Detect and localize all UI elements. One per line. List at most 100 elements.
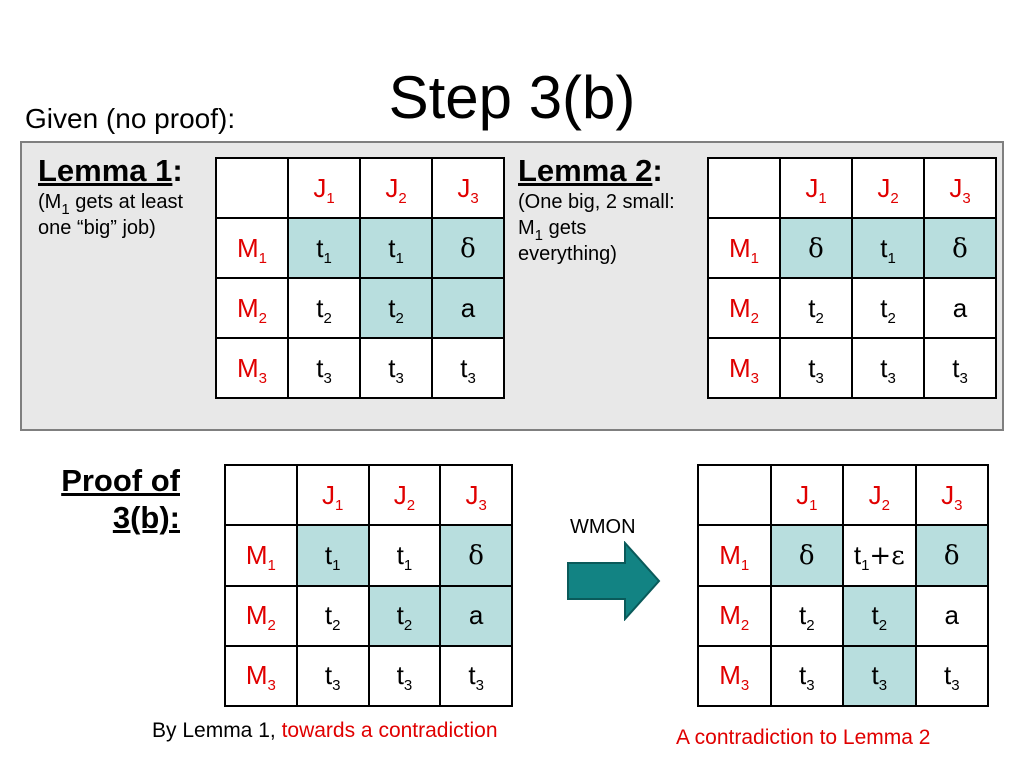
slide-title: Step 3(b) bbox=[388, 64, 636, 131]
cell-subscript: 3 bbox=[403, 677, 413, 695]
cell-subscript: 2 bbox=[323, 309, 332, 327]
cell-symbol: M bbox=[245, 539, 268, 570]
cell-subscript: 1 bbox=[334, 496, 344, 514]
lemma1-heading: Lemma 1: bbox=[38, 153, 183, 188]
cell-symbol: δ bbox=[808, 233, 824, 264]
row-header: M3 bbox=[697, 644, 772, 708]
cell-subscript: 2 bbox=[395, 309, 404, 327]
cell-subscript: 3 bbox=[475, 677, 484, 695]
cell-subscript: 1 bbox=[818, 189, 827, 207]
given-label: Given (no proof): bbox=[25, 103, 236, 134]
cell-subscript: 1 bbox=[740, 556, 750, 574]
cell-subscript: 3 bbox=[750, 369, 759, 387]
table-cell: t1 bbox=[295, 524, 370, 587]
table-cell: δ bbox=[779, 217, 853, 279]
lemma2-text: Lemma 2: (One big, 2 small: M1 gets ever… bbox=[518, 153, 690, 267]
cell-symbol: t bbox=[853, 539, 862, 570]
column-header: J2 bbox=[842, 463, 917, 527]
cell-subscript: 2 bbox=[806, 617, 815, 635]
cell-symbol: t bbox=[871, 600, 879, 631]
cell-subscript: 1 bbox=[326, 189, 335, 207]
contradiction-caption: A contradiction to Lemma 2 bbox=[676, 726, 931, 749]
row-header: M2 bbox=[215, 277, 289, 339]
cell-subscript: 2 bbox=[403, 617, 413, 635]
cell-symbol: t bbox=[468, 660, 476, 691]
table-cell: t2 bbox=[769, 584, 844, 647]
cell-subscript: 2 bbox=[258, 309, 267, 327]
row-header: M3 bbox=[707, 337, 781, 399]
table-cell: t2 bbox=[287, 277, 361, 339]
cell-symbol: a bbox=[460, 292, 476, 323]
table-cell: t3 bbox=[914, 644, 989, 708]
cell-symbol: t bbox=[396, 660, 404, 691]
cell-subscript: 3 bbox=[887, 369, 896, 387]
cell-subscript: 2 bbox=[890, 189, 899, 207]
row-header: M1 bbox=[697, 524, 772, 587]
cell-symbol: t bbox=[388, 352, 396, 383]
cell-symbol: M bbox=[728, 352, 751, 383]
table-cell: t3 bbox=[779, 337, 853, 399]
cell-subscript: 3 bbox=[962, 189, 971, 207]
right-arrow-icon bbox=[567, 541, 661, 621]
column-header: J2 bbox=[851, 157, 925, 219]
row-header: M1 bbox=[215, 217, 289, 279]
row-header: M1 bbox=[224, 524, 298, 587]
cell-symbol: δ bbox=[468, 540, 484, 571]
lemma1-description: (M1 gets at least one “big” job) bbox=[38, 191, 184, 239]
cell-symbol: t bbox=[316, 292, 324, 323]
cell-subscript: 3 bbox=[951, 677, 960, 695]
table-cell: δ bbox=[769, 524, 844, 587]
cell-symbol: t bbox=[943, 660, 952, 691]
table-cell: a bbox=[439, 584, 513, 647]
column-header: J2 bbox=[367, 463, 442, 527]
cell-subscript: 3 bbox=[478, 496, 487, 514]
cell-symbol: J bbox=[941, 479, 955, 510]
table-cell: t2 bbox=[295, 584, 370, 647]
proof-label: Proof of 3(b): bbox=[61, 463, 180, 535]
cell-subscript: 3 bbox=[959, 369, 968, 387]
cell-symbol: M bbox=[728, 232, 751, 263]
cell-symbol: t bbox=[798, 600, 807, 631]
cell-subscript: 2 bbox=[878, 617, 888, 635]
cell-subscript: 3 bbox=[395, 369, 404, 387]
table-cell: δ bbox=[439, 524, 513, 587]
table-cell: t3 bbox=[769, 644, 844, 708]
cell-symbol: t bbox=[324, 600, 333, 631]
cell-subscript: 1 bbox=[809, 496, 818, 514]
corner-cell bbox=[707, 157, 781, 219]
cell-symbol: t bbox=[460, 352, 468, 383]
cell-subscript: 3 bbox=[470, 189, 479, 207]
cell-symbol: M bbox=[245, 660, 268, 691]
table-cell: t1 bbox=[359, 217, 433, 279]
cell-symbol: δ bbox=[952, 233, 968, 264]
cell-subscript: 2 bbox=[815, 309, 824, 327]
column-header: J1 bbox=[287, 157, 361, 219]
cell-symbol: t bbox=[880, 232, 888, 263]
cell-symbol: t bbox=[316, 232, 324, 263]
cell-symbol: t bbox=[880, 292, 888, 323]
cell-symbol: J bbox=[385, 172, 399, 203]
cell-subscript: 1 bbox=[332, 556, 341, 574]
cell-subscript: 1 bbox=[323, 249, 332, 267]
table-cell: t1+ε bbox=[842, 524, 917, 587]
cell-subscript: 1 bbox=[887, 249, 896, 267]
cell-subscript: 3 bbox=[258, 369, 267, 387]
corner-cell bbox=[215, 157, 289, 219]
row-header: M2 bbox=[697, 584, 772, 647]
cell-symbol: J bbox=[313, 172, 327, 203]
table-cell: t3 bbox=[287, 337, 361, 399]
cell-subscript: 1 bbox=[267, 556, 276, 574]
cell-symbol: J bbox=[457, 172, 471, 203]
cell-symbol: t bbox=[388, 292, 396, 323]
